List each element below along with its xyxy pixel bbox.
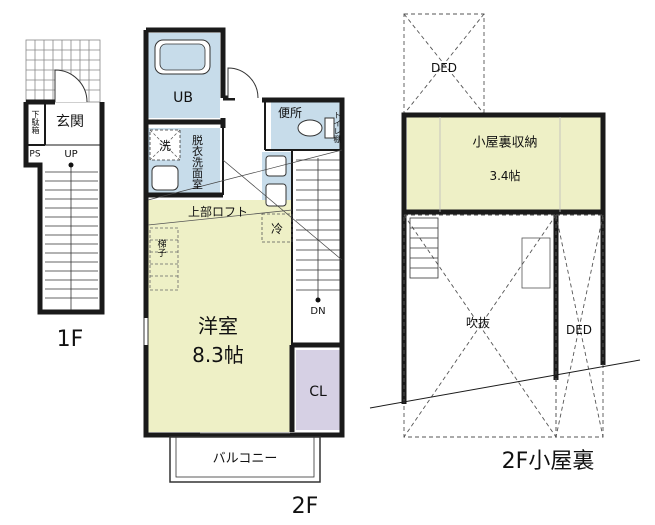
attic-storage-fill: [407, 117, 603, 212]
shoe-box-label: 下駄箱: [31, 110, 40, 134]
balcony-label: バルコニー: [212, 451, 278, 467]
main-room-label: 洋室: [198, 314, 238, 338]
floor-1f-plan: [23, 39, 105, 315]
main-room-fill: [148, 200, 292, 432]
loft-above-label: 上部ロフト: [187, 205, 249, 219]
stair-1f: [45, 165, 98, 310]
ps-label: PS: [29, 149, 41, 160]
ladder-label: 梯子: [155, 239, 166, 257]
closet-fill: [296, 350, 342, 430]
dressing-room-label: 脱衣洗面室: [190, 134, 204, 190]
stair-2f: [296, 158, 340, 300]
floor-label-attic: 2F小屋裏: [501, 449, 595, 474]
toilet-label: 便所: [277, 106, 303, 120]
up-label-1f: UP: [64, 149, 78, 160]
washing-machine-label: 洗: [158, 139, 172, 153]
ded-right-label: DED: [565, 323, 593, 337]
ded-top-label: DED: [430, 61, 458, 75]
void-label: 吹抜: [465, 316, 491, 330]
toilet-shelf-label: トイレ棚: [333, 111, 342, 143]
fridge-label: 冷: [270, 222, 284, 236]
floor-label-2f: 2F: [291, 494, 319, 519]
ub-label: UB: [173, 90, 193, 106]
dn-label: DN: [310, 306, 326, 317]
floor-2f-plan: [143, 27, 345, 483]
main-room-size: 8.3帖: [192, 343, 244, 367]
attic-storage-label: 小屋裏収納: [472, 135, 538, 151]
genkan-label: 玄関: [56, 114, 84, 130]
floor-attic-plan: [369, 13, 641, 438]
floor-label-1f: 1F: [56, 327, 84, 352]
attic-storage-size: 3.4帖: [489, 169, 521, 183]
closet-label: CL: [309, 384, 327, 400]
